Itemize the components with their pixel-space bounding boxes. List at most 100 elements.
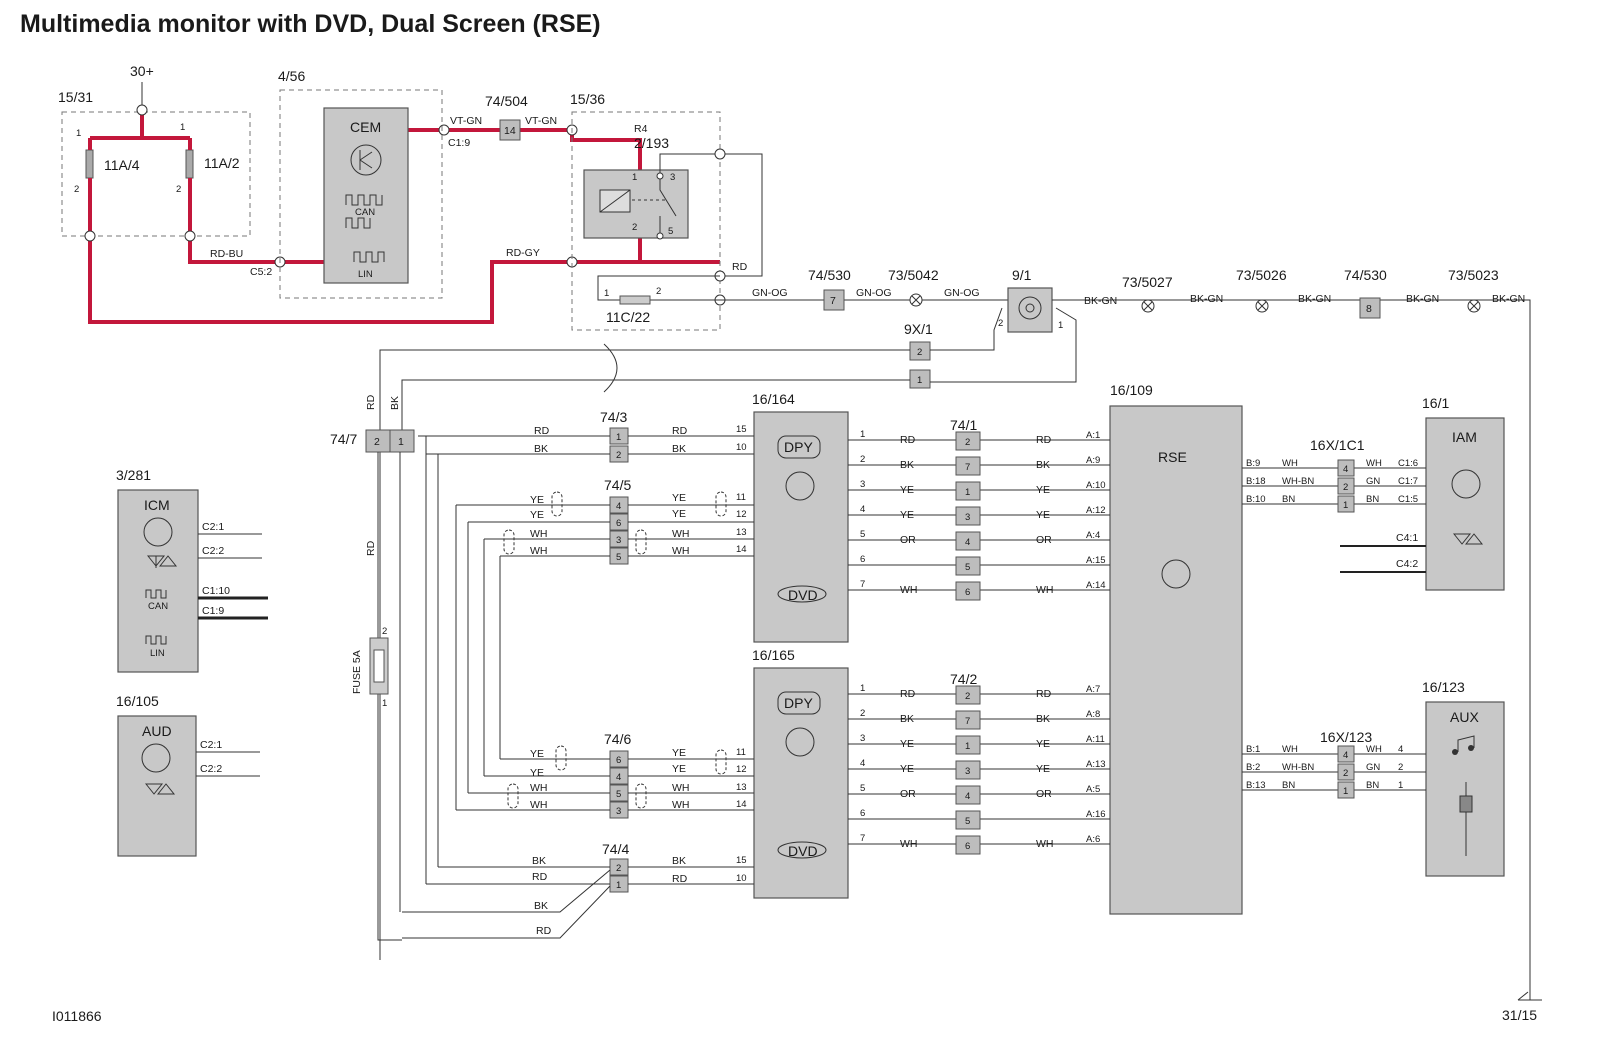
conn-74504-pin: 14 [504, 125, 516, 137]
wire-color: WH [1036, 584, 1054, 596]
dpy-pin: 12 [736, 509, 747, 520]
rse-pin: A:5 [1086, 784, 1100, 795]
wire-color: WH [900, 584, 918, 596]
module-pin: 1 [1398, 780, 1403, 791]
conn-pin-cell [1337, 763, 1355, 781]
conn-pin: 3 [965, 512, 970, 523]
diode-icon [1452, 533, 1484, 545]
relay-ref: R4 [634, 123, 648, 135]
conn-pin-cell [1337, 459, 1355, 477]
wire-color: BK [534, 900, 548, 912]
audio-jack-icon [1459, 795, 1473, 813]
conn-pin-cell [955, 685, 981, 705]
wire-gnog: GN-OG [856, 287, 892, 299]
c16x1c1-id: 16X/1C1 [1310, 437, 1365, 453]
rse-harness: 74/1 74/2 [950, 417, 977, 687]
rse-pin: A:10 [1086, 480, 1106, 491]
rse-pin: A:16 [1086, 809, 1106, 820]
module-pin: C1:6 [1398, 458, 1418, 469]
conn-74530b-id: 74/530 [1344, 267, 1387, 283]
wire-color: WH [1036, 838, 1054, 850]
supply-label: 30+ [130, 63, 154, 79]
conn-9x1-pin: 1 [917, 375, 922, 386]
wire-color: RD [1036, 688, 1052, 700]
rse-pin: B:18 [1246, 476, 1266, 487]
iam-pin: C4:2 [1396, 558, 1418, 570]
wire-color: WH [672, 799, 690, 811]
dpy-out-pin: 2 [860, 708, 865, 719]
wire-color: OR [900, 788, 916, 800]
relay-pin: 2 [632, 222, 637, 233]
ground-label: 31/15 [1502, 1007, 1537, 1023]
dpy-out-pin: 2 [860, 454, 865, 465]
fuse-pin: 1 [76, 128, 81, 139]
fuse-pin: 2 [74, 184, 79, 195]
dpy-pin: 13 [736, 782, 747, 793]
aud-pin: C2:1 [200, 739, 222, 751]
wire-color: WH [1366, 744, 1382, 755]
cem-outline [279, 89, 443, 299]
wire-color: OR [1036, 788, 1052, 800]
wire-rdbu: RD-BU [210, 248, 243, 260]
dpy1-dvd-label: DVD [788, 587, 818, 603]
diode-icon [146, 555, 178, 568]
wire-color: BK [672, 443, 686, 455]
rse-pin: B:9 [1246, 458, 1260, 469]
module-pin: C1:5 [1398, 494, 1418, 505]
wire-color: RD [532, 871, 548, 883]
dpy-out-pin: 5 [860, 783, 865, 794]
conn-pin: 2 [1343, 768, 1348, 779]
power-supply-section: 30+ 15/31 11A/4 11A/2 1 1 2 2 RD-BU C5:2… [58, 63, 1542, 1023]
fuse-pin: 2 [382, 626, 387, 637]
display-1-group: 16/164 DPY DVD 74/3 1 2 RD BK RD BK 15 1… [418, 391, 849, 643]
wire-bkgn: BK-GN [1406, 293, 1439, 305]
wire-color: BK [1036, 459, 1050, 471]
wire-color: YE [672, 492, 686, 504]
rse-module: 16/109 RSE [1109, 382, 1243, 915]
wire-vtgn1: VT-GN [450, 115, 482, 127]
dpy-out-pin: 1 [860, 683, 865, 694]
wire-color: YE [672, 747, 686, 759]
conn-pin: 2 [965, 437, 970, 448]
dpy1-id: 16/164 [752, 391, 795, 407]
fuse-11c22-label: 11C/22 [606, 309, 650, 325]
conn-pin: 4 [965, 537, 970, 548]
wire-color: RD [900, 688, 916, 700]
conn-pin-cell [955, 481, 981, 501]
aux-name: AUX [1450, 709, 1479, 725]
lin-signal-icon [353, 251, 385, 263]
wire-gnog: GN-OG [944, 287, 980, 299]
rse-id: 16/109 [1110, 382, 1153, 398]
wire-color: YE [672, 763, 686, 775]
conn-pin: 5 [616, 552, 621, 563]
fuse-5a-label: FUSE 5A [351, 650, 363, 694]
icm-name: ICM [144, 497, 170, 513]
wire-color: YE [530, 748, 544, 760]
wire-color: RD [536, 925, 552, 937]
conn-pin: 6 [965, 587, 970, 598]
rse-pin: A:1 [1086, 430, 1100, 441]
dpy-pin: 14 [736, 544, 747, 555]
wire-bkgn: BK-GN [1190, 293, 1223, 305]
music-note-icon [1457, 735, 1475, 752]
wire-color: BK [534, 443, 548, 455]
icm-can-label: CAN [148, 601, 168, 612]
wire-color: WH [900, 838, 918, 850]
dpy-pin: 10 [736, 442, 747, 453]
iam-pin: C4:1 [1396, 532, 1418, 544]
dpy2-dpy-label: DPY [784, 695, 813, 711]
c16x123-id: 16X/123 [1320, 729, 1372, 745]
conn-pin: 1 [1343, 500, 1348, 511]
dpy1-module [753, 411, 849, 643]
iam-id: 16/1 [1422, 395, 1449, 411]
conn-pin: 1 [965, 741, 970, 752]
conn-pin: 1 [616, 880, 621, 891]
wire-color: BK [1036, 713, 1050, 725]
wire-color: RD [672, 873, 688, 885]
icm-module: 3/281 ICM CAN LIN C2:1 C2:2 C1:10 C1:9 [116, 467, 268, 673]
relay-id: 15/36 [570, 91, 605, 107]
speaker-icon [1018, 296, 1042, 320]
twist-icon [603, 343, 618, 393]
conn-747-group: 74/7 2 1 RD BK RD FUSE 5A 2 1 [330, 394, 415, 941]
fuse-pin: 2 [656, 286, 661, 297]
